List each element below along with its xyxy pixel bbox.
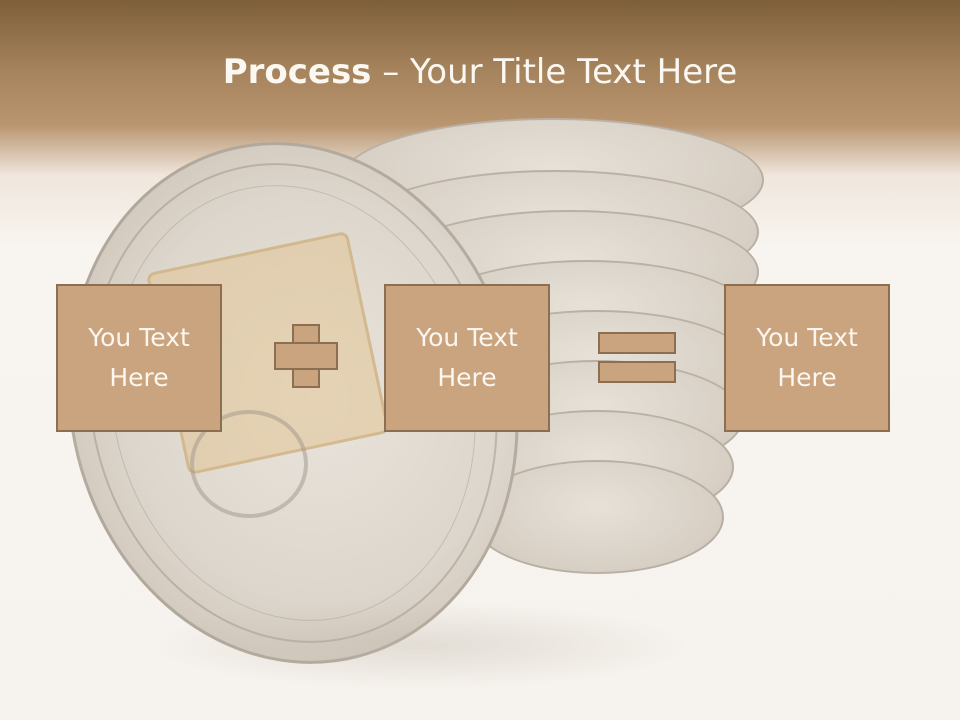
process-box-2[interactable]: You Text Here [384,284,550,432]
plus-center [294,344,318,368]
equals-top-bar [598,332,676,354]
process-box-1[interactable]: You Text Here [56,284,222,432]
box-3-line-1: You Text [756,323,858,352]
slide-title: Process – Your Title Text Here [0,52,960,92]
box-2-line-1: You Text [416,323,518,352]
equals-bottom-bar [598,361,676,383]
title-rest-part: – Your Title Text Here [371,52,738,92]
box-3-line-2: Here [777,363,837,392]
box-1-line-1: You Text [88,323,190,352]
film-can-hub [190,410,308,518]
floor-shadow [140,600,700,690]
box-1-line-2: Here [109,363,169,392]
title-bold-part: Process [222,52,372,92]
process-box-result[interactable]: You Text Here [724,284,890,432]
box-2-line-2: Here [437,363,497,392]
